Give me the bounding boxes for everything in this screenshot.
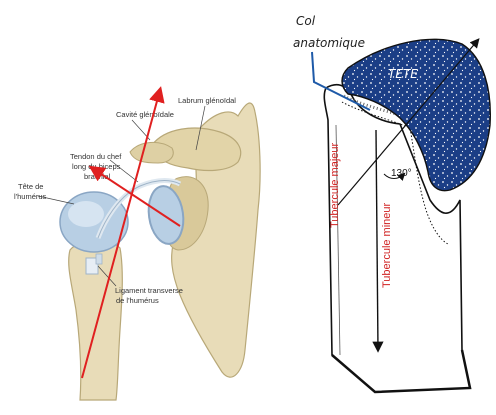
angle-arc — [383, 172, 406, 182]
label-labrum: Labrum glénoïdal — [178, 96, 236, 105]
label-tete: TETE — [388, 67, 418, 81]
red-glenoid-arrow — [88, 165, 181, 227]
label-tubercule-mineur: Tubercule mineur — [381, 202, 393, 288]
label-ligament-line2: de l'humérus — [116, 296, 159, 305]
col-pointer — [311, 51, 371, 111]
neck-axis-arrow — [337, 38, 480, 206]
label-angle: 130° — [391, 168, 412, 179]
label-tete-line1: Tête de — [18, 182, 43, 191]
right-schematic: Col anatomique TETE 130° Tubercule majeu… — [293, 14, 491, 394]
label-ligament-line1: Ligament transverse — [115, 286, 183, 295]
humeral-head-schematic — [341, 38, 491, 192]
humeral-head-highlight — [68, 201, 104, 227]
glenoid-cavity — [147, 185, 185, 245]
coracoid — [129, 142, 174, 164]
label-tubercule-majeur: Tubercule majeur — [329, 142, 341, 228]
label-cavite: Cavité glénoïdale — [116, 110, 174, 119]
shaft-axis-arrow — [372, 129, 384, 353]
red-axis-arrow — [81, 86, 165, 379]
label-col-line1: Col — [296, 14, 316, 28]
label-tete-line2: l'humérus — [14, 192, 47, 201]
left-illustration: Cavité glénoïdale Labrum glénoïdal Tendo… — [14, 86, 261, 401]
label-tendon-line1: Tendon du chef — [70, 152, 122, 161]
cortex-dotted-line — [341, 101, 449, 245]
label-col-line2: anatomique — [293, 36, 365, 50]
